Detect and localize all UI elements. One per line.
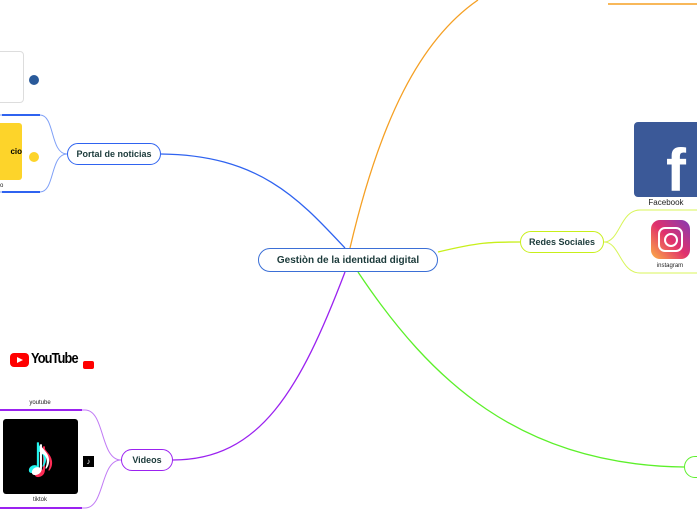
instagram-caption: instagram [656, 263, 684, 269]
instagram-logo [651, 220, 690, 259]
tiktok-caption: tiktok [32, 497, 47, 503]
facebook-caption: Facebook [648, 198, 684, 207]
youtube-icon [83, 361, 94, 369]
news-portal-logo-text: cio [10, 147, 22, 156]
youtube-logo-icon [10, 353, 29, 367]
tiktok-icon: ♪ [83, 456, 94, 467]
news-portal-caption: o [0, 183, 4, 189]
news-portal-icon-2 [29, 152, 39, 162]
news-portal-image-1 [0, 51, 24, 103]
youtube-caption: youtube [29, 400, 51, 406]
branch-redes-sociales[interactable]: Redes Sociales [520, 231, 604, 253]
facebook-logo: f [634, 122, 697, 197]
news-portal-image-2: cio [0, 123, 22, 180]
branch-videos[interactable]: Videos [121, 449, 173, 471]
tiktok-logo: ♪ [3, 419, 78, 494]
central-topic[interactable]: Gestiòn de la identidad digital [258, 248, 438, 272]
branch-portal-de-noticias[interactable]: Portal de noticias [67, 143, 161, 165]
news-portal-icon-1 [29, 75, 39, 85]
youtube-logo-text: YouTube [31, 350, 79, 367]
